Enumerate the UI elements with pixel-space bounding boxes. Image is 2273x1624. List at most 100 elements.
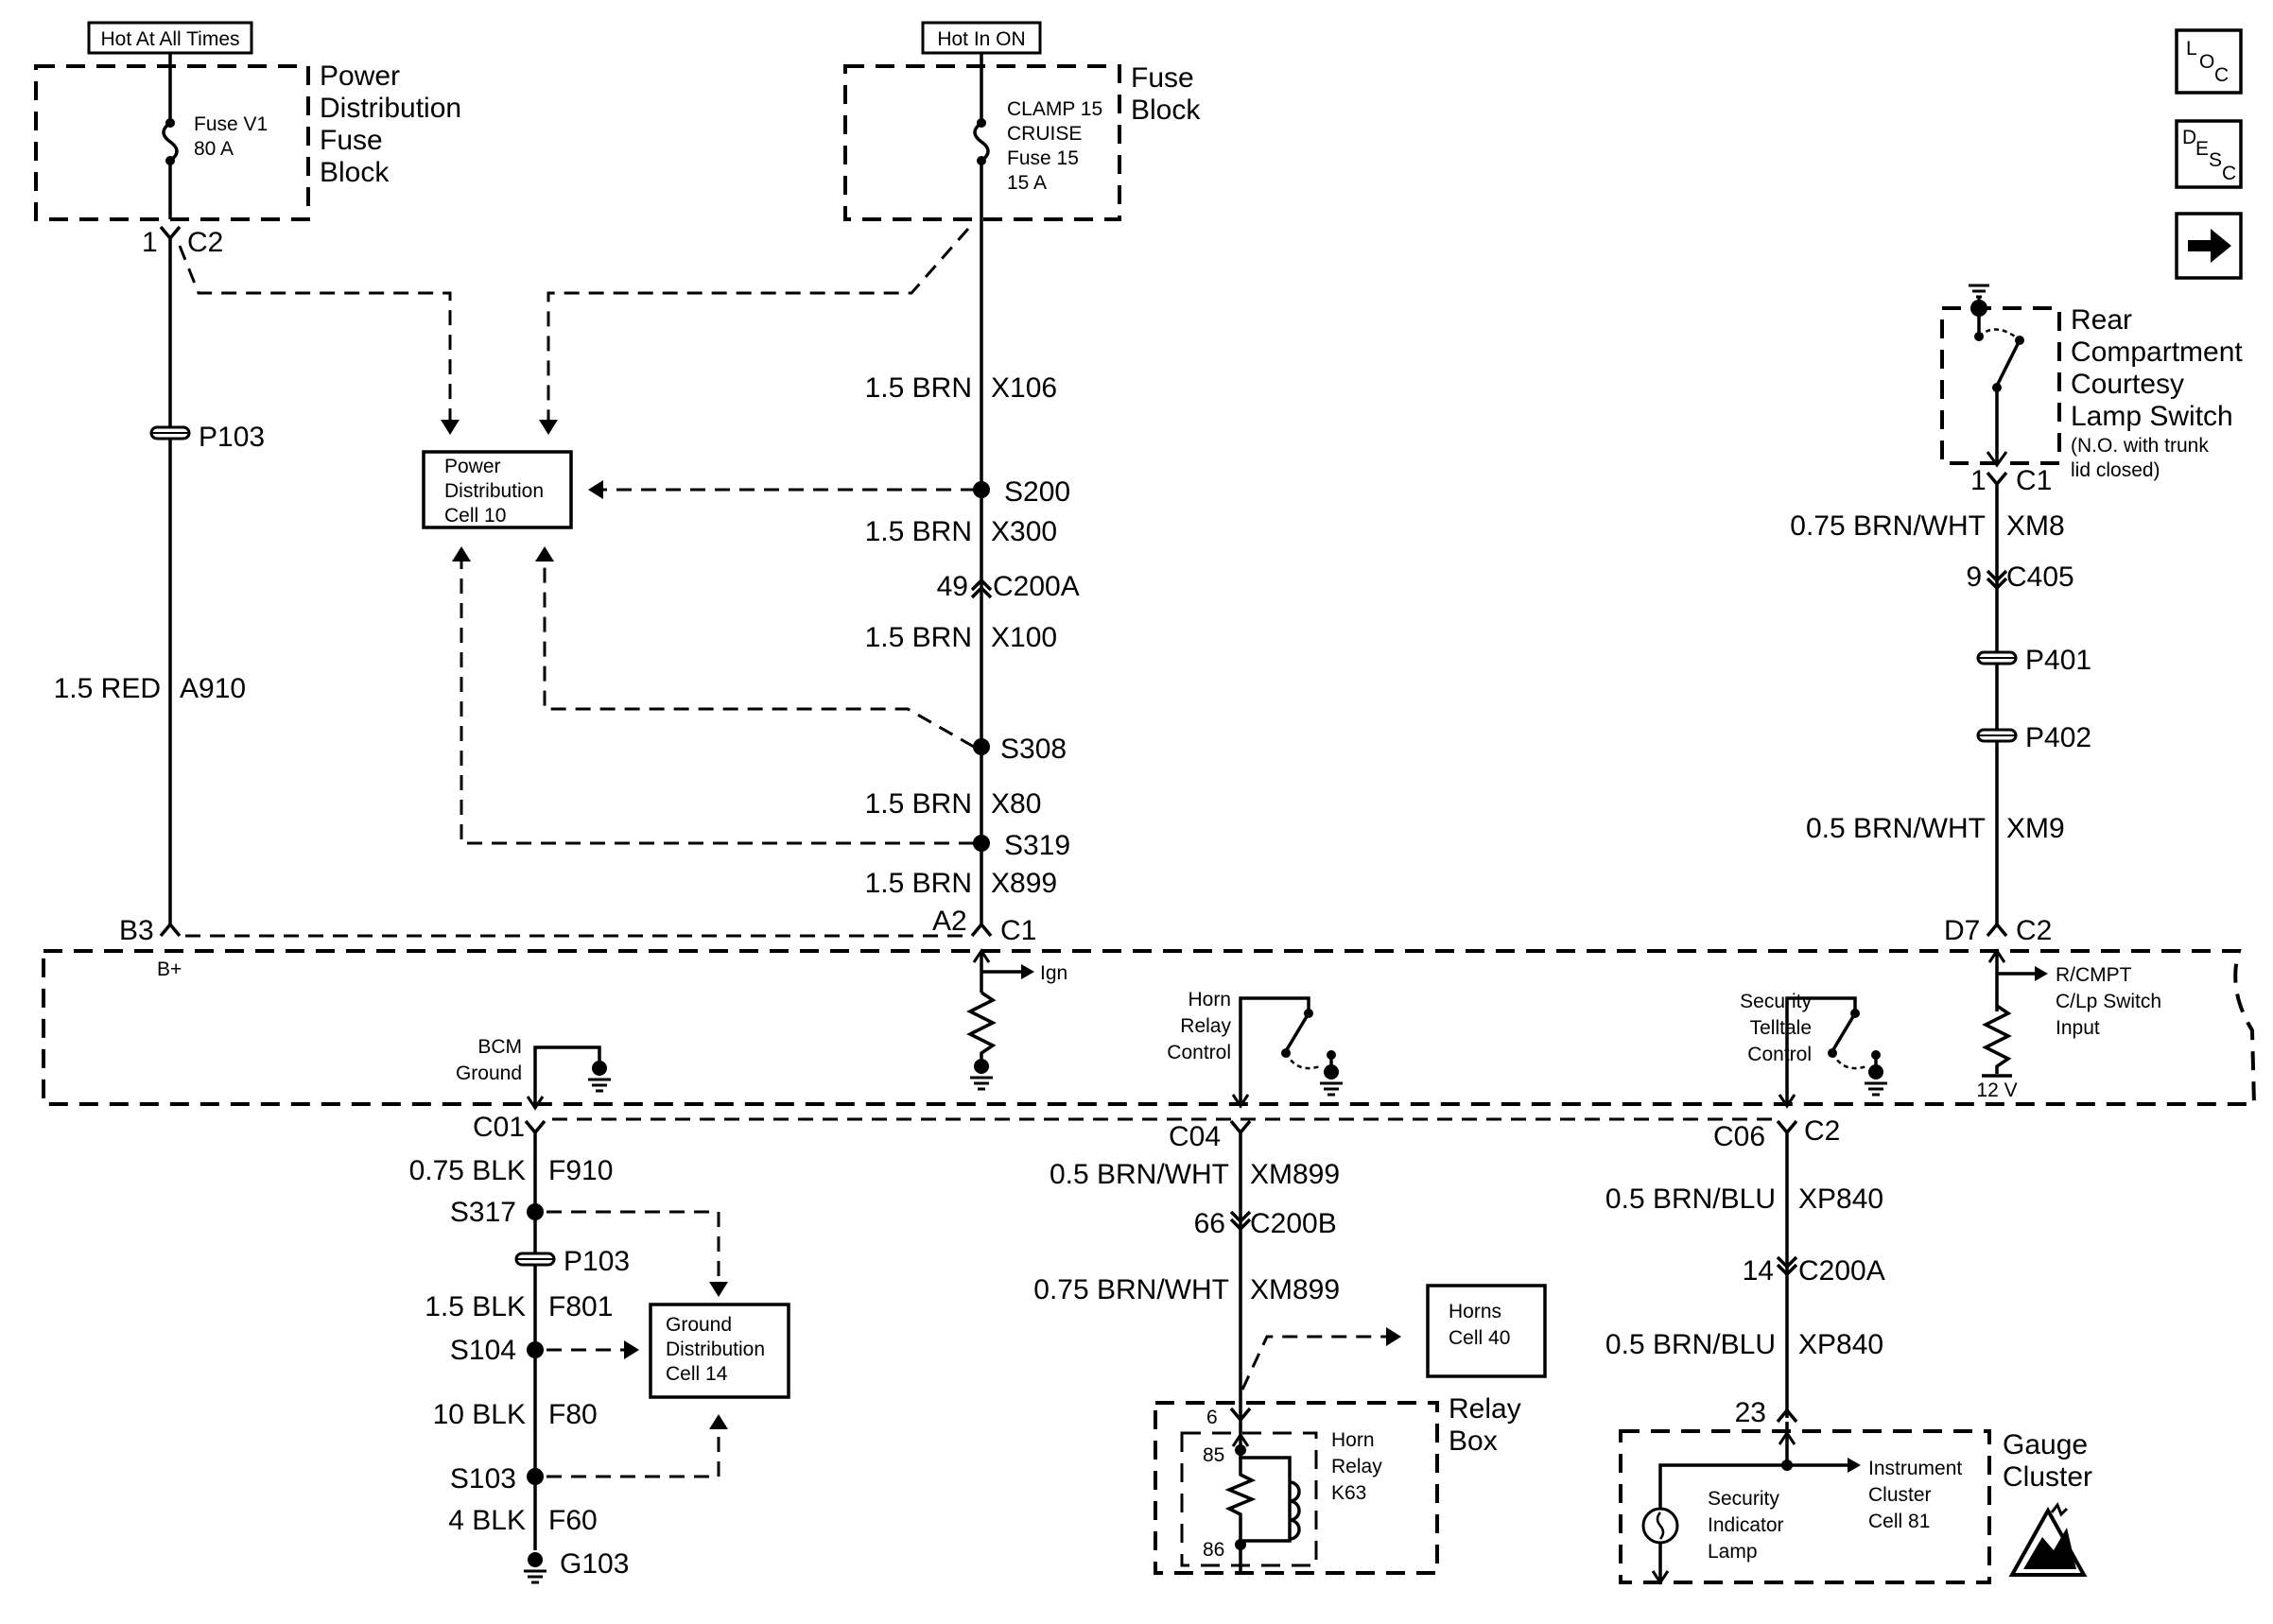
splice-s104: S104: [450, 1335, 516, 1366]
rear-switch-conn: C1: [2016, 465, 2052, 496]
horn-ctrl-l1: Horn: [1188, 989, 1231, 1011]
pass-through-p401: [1976, 650, 2018, 665]
splice-s200: S200: [1004, 476, 1070, 508]
power-distribution-fuse-block: [34, 64, 310, 221]
right-arrow-icon: [2188, 229, 2231, 263]
horn-relay-k63: [1180, 1431, 1318, 1567]
c1-connector: C1: [1000, 915, 1036, 946]
fuse-15-l2: CRUISE: [1007, 123, 1082, 145]
c405-connector: C405: [2006, 561, 2074, 593]
xm8-size: 0.75 BRN/WHT: [1790, 510, 1986, 542]
ic-l3: Cell 81: [1868, 1511, 1930, 1532]
hot-at-all-times-label: Hot At All Times: [100, 28, 239, 50]
c200b-connector: C200B: [1250, 1208, 1337, 1239]
rear-switch-l2: Compartment: [2071, 337, 2243, 368]
pass-through-p103-bottom: [514, 1252, 556, 1267]
c405-pin: 9: [1966, 561, 1982, 593]
pdfb-pin: 1: [142, 227, 158, 258]
rear-switch-note1: (N.O. with trunk: [2071, 435, 2209, 457]
term-86: 86: [1203, 1539, 1224, 1561]
rear-switch-l3: Courtesy: [2071, 369, 2184, 400]
rear-switch-note2: lid closed): [2071, 459, 2160, 481]
p103-bottom-label: P103: [564, 1246, 630, 1277]
pdfb-title-1: Power: [320, 60, 400, 92]
fuse-block-title-1: Fuse: [1131, 62, 1194, 94]
c200a-pin-49: 49: [937, 571, 968, 602]
cluster-pin-23: 23: [1735, 1397, 1766, 1428]
x300-size: 1.5 BRN: [865, 516, 972, 547]
lamp-l2: Indicator: [1708, 1514, 1784, 1536]
pass-through-p402: [1976, 728, 2018, 743]
p402-label: P402: [2025, 722, 2091, 753]
horns-cell-l2: Cell 40: [1449, 1327, 1510, 1349]
fuse-15-l4: 15 A: [1007, 172, 1047, 194]
sec-ctrl-switch-icon: [1831, 1012, 1857, 1052]
term-85: 85: [1203, 1444, 1224, 1466]
xp840-size-1: 0.5 BRN/BLU: [1605, 1183, 1776, 1215]
relay-box-l2: Box: [1449, 1425, 1498, 1457]
splice-s103: S103: [450, 1463, 516, 1494]
ground-icon: [1865, 1055, 1887, 1097]
bcm-ground-l2: Ground: [456, 1063, 522, 1084]
f801-circuit: F801: [548, 1291, 613, 1322]
horns-cell-l1: Horns: [1449, 1301, 1501, 1322]
x100-size: 1.5 BRN: [865, 622, 972, 653]
svg-text:O: O: [2199, 51, 2214, 73]
x100-circuit: X100: [991, 622, 1057, 653]
f80-circuit: F80: [548, 1399, 598, 1430]
rear-compartment-courtesy-lamp-switch: [1940, 306, 2061, 465]
horns-cell-40[interactable]: [1426, 1284, 1547, 1378]
hot-in-on-label: Hot In ON: [937, 28, 1025, 50]
next-page-button[interactable]: [2175, 212, 2243, 280]
horn-relay-l2: Relay: [1331, 1456, 1382, 1477]
sec-ctrl-l2: Telltale: [1750, 1017, 1812, 1039]
b3-pin: B3: [119, 915, 154, 946]
sec-ctrl-l3: Control: [1747, 1044, 1812, 1065]
power-distribution-cell-10[interactable]: [422, 450, 573, 529]
fuse-block-title-2: Block: [1131, 95, 1201, 126]
body-control-module-box: [42, 949, 2257, 1106]
d7-connector: C2: [2016, 915, 2052, 946]
x106-circuit: X106: [991, 372, 1057, 404]
loc-button[interactable]: L O C: [2175, 28, 2243, 95]
lamp-l1: Security: [1708, 1488, 1779, 1510]
p103-label: P103: [199, 422, 265, 453]
p401-label: P401: [2025, 645, 2091, 676]
ground-distribution-cell-14[interactable]: [649, 1303, 790, 1399]
c200b-pin-66: 66: [1194, 1208, 1225, 1239]
svg-text:C: C: [2214, 64, 2229, 86]
gauge-cluster-l1: Gauge: [2003, 1429, 2088, 1460]
x80-size: 1.5 BRN: [865, 788, 972, 820]
gauge-cluster-l2: Cluster: [2003, 1461, 2092, 1493]
bcm-ground-l1: BCM: [477, 1036, 522, 1058]
c04-pin: C04: [1169, 1121, 1221, 1152]
rear-switch-l1: Rear: [2071, 304, 2132, 336]
desc-button[interactable]: D E S C: [2175, 119, 2243, 189]
f910-circuit: F910: [548, 1155, 613, 1186]
f60-size: 4 BLK: [448, 1505, 526, 1536]
c200a-pin-14: 14: [1743, 1255, 1774, 1287]
splice-s317: S317: [450, 1197, 516, 1228]
pdc10-l2: Distribution: [444, 480, 544, 502]
lamp-l3: Lamp: [1708, 1541, 1758, 1563]
horn-relay-l3: K63: [1331, 1482, 1366, 1504]
c200a-connector: C200A: [993, 571, 1080, 602]
ground-icon: [588, 1061, 611, 1093]
rcmpt-l1: R/CMPT: [2056, 964, 2132, 986]
relay-resistor-icon: [1224, 1458, 1257, 1541]
horn-ctrl-l2: Relay: [1180, 1015, 1231, 1037]
xp840-size-2: 0.5 BRN/BLU: [1605, 1329, 1776, 1360]
svg-text:L: L: [2186, 38, 2197, 60]
ground-icon: [524, 1552, 547, 1584]
fuse-15-icon: [973, 121, 990, 163]
ic-l1: Instrument: [1868, 1458, 1962, 1479]
pdc10-l1: Power: [444, 456, 501, 477]
b-plus-label: B+: [157, 959, 182, 980]
f910-size: 0.75 BLK: [409, 1155, 526, 1186]
relay-coil-icon: [1289, 1480, 1301, 1541]
pullup-resistor-icon: [1982, 1004, 2012, 1074]
gauge-cluster: [1619, 1429, 1991, 1584]
rear-switch-pin: 1: [1970, 465, 1987, 496]
horn-ctrl-l3: Control: [1167, 1042, 1231, 1063]
resistor-icon: [966, 991, 997, 1059]
